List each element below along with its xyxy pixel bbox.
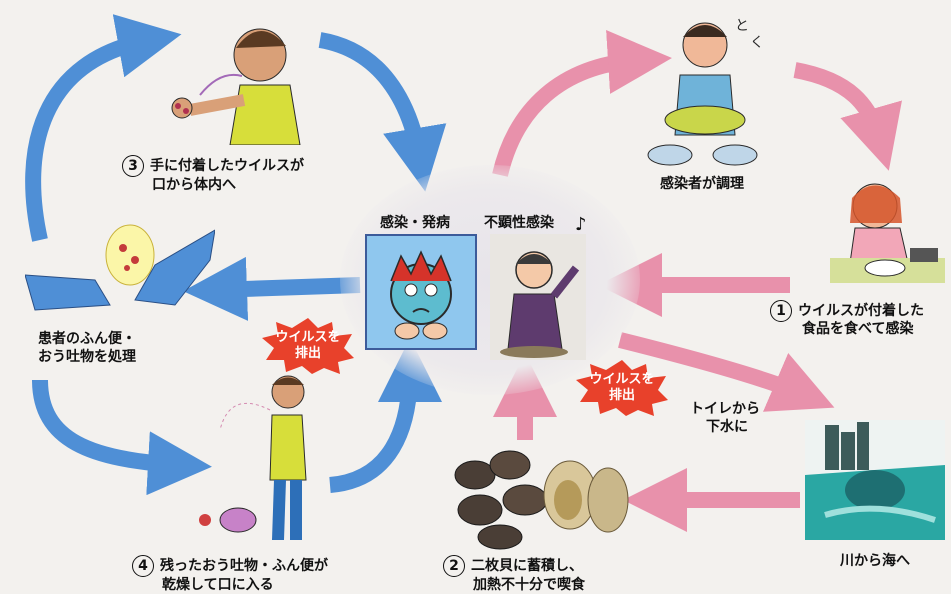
shellfish-image	[450, 445, 630, 550]
step4-caption: 4 残ったおう吐物・ふん便が	[132, 555, 328, 577]
center-right-title: 不顕性感染	[484, 215, 554, 231]
svg-text:と: と	[735, 18, 749, 34]
step1-line2: 食品を食べて感染	[802, 321, 914, 337]
step2-line2-block: 加熱不十分で喫食	[473, 576, 585, 594]
step3-line1: 手に付着したウイルスが	[150, 158, 304, 174]
step1-line1: ウイルスが付着した	[798, 303, 924, 319]
arrow-cook-to-eater	[793, 62, 902, 171]
step2-line1: 二枚貝に蓄積し、	[471, 558, 583, 574]
step2-caption: 2 二枚貝に蓄積し、	[443, 555, 583, 577]
burst-left-line2: 排出	[294, 346, 321, 361]
step1-caption: 1 ウイルスが付着した	[770, 300, 924, 322]
step1-number: 1	[770, 300, 792, 322]
burst-right-line2: 排出	[608, 388, 635, 403]
step4-line2-block: 乾燥して口に入る	[162, 576, 274, 594]
step3-caption: 3 手に付着したウイルスが	[122, 155, 304, 177]
toilet-caption: トイレから 下水に	[690, 400, 760, 436]
step2-line2: 加熱不十分で喫食	[473, 577, 585, 593]
step3-line2-block: 口から体内へ	[152, 176, 236, 194]
gloved-hands-image	[24, 220, 216, 320]
virus-release-burst-right: ウイルスを 排出	[576, 360, 668, 416]
river-sea-image	[805, 420, 945, 540]
arrow-center-to-river	[618, 332, 835, 412]
patient-line2: おう吐物を処理	[38, 349, 136, 365]
step3-line2: 口から体内へ	[152, 177, 236, 193]
center-left-title: 感染・発病	[380, 215, 450, 231]
music-note-icon: ♪	[575, 214, 587, 235]
toilet-line1: トイレから	[690, 401, 760, 417]
arrow-person4-to-center	[329, 338, 442, 493]
step1-line2-block: 食品を食べて感染	[802, 320, 913, 338]
arrow-left-top-to-person3	[25, 14, 182, 242]
river-caption: 川から海へ	[840, 553, 910, 569]
cook-caption: 感染者が調理	[660, 176, 744, 192]
svg-text:く: く	[750, 35, 764, 51]
cook-image: と く	[640, 5, 775, 170]
step4-line2: 乾燥して口に入る	[162, 577, 274, 593]
patient-caption: 患者のふん便・ おう吐物を処理	[38, 330, 136, 366]
step4-number: 4	[132, 555, 154, 577]
arrow-person3-to-center	[318, 32, 447, 192]
sick-person-image	[365, 234, 477, 350]
virus-release-burst-left: ウイルスを 排出	[262, 318, 354, 374]
arrow-gloves-to-person4	[32, 379, 212, 496]
step4-line1: 残ったおう吐物・ふん便が	[160, 558, 328, 574]
asymptomatic-person-image	[490, 234, 586, 360]
standing-person-image	[190, 370, 320, 545]
step3-number: 3	[122, 155, 144, 177]
hand-to-mouth-person-image	[160, 10, 310, 146]
arrow-center-to-cook	[492, 30, 672, 177]
patient-line1: 患者のふん便・	[38, 331, 136, 347]
step2-number: 2	[443, 555, 465, 577]
toilet-line2: 下水に	[706, 419, 748, 435]
burst-right-line1: ウイルスを	[589, 372, 655, 387]
eating-person-image	[830, 168, 945, 283]
burst-left-line1: ウイルスを	[275, 330, 341, 345]
arrow-center-to-gloves	[183, 256, 361, 321]
